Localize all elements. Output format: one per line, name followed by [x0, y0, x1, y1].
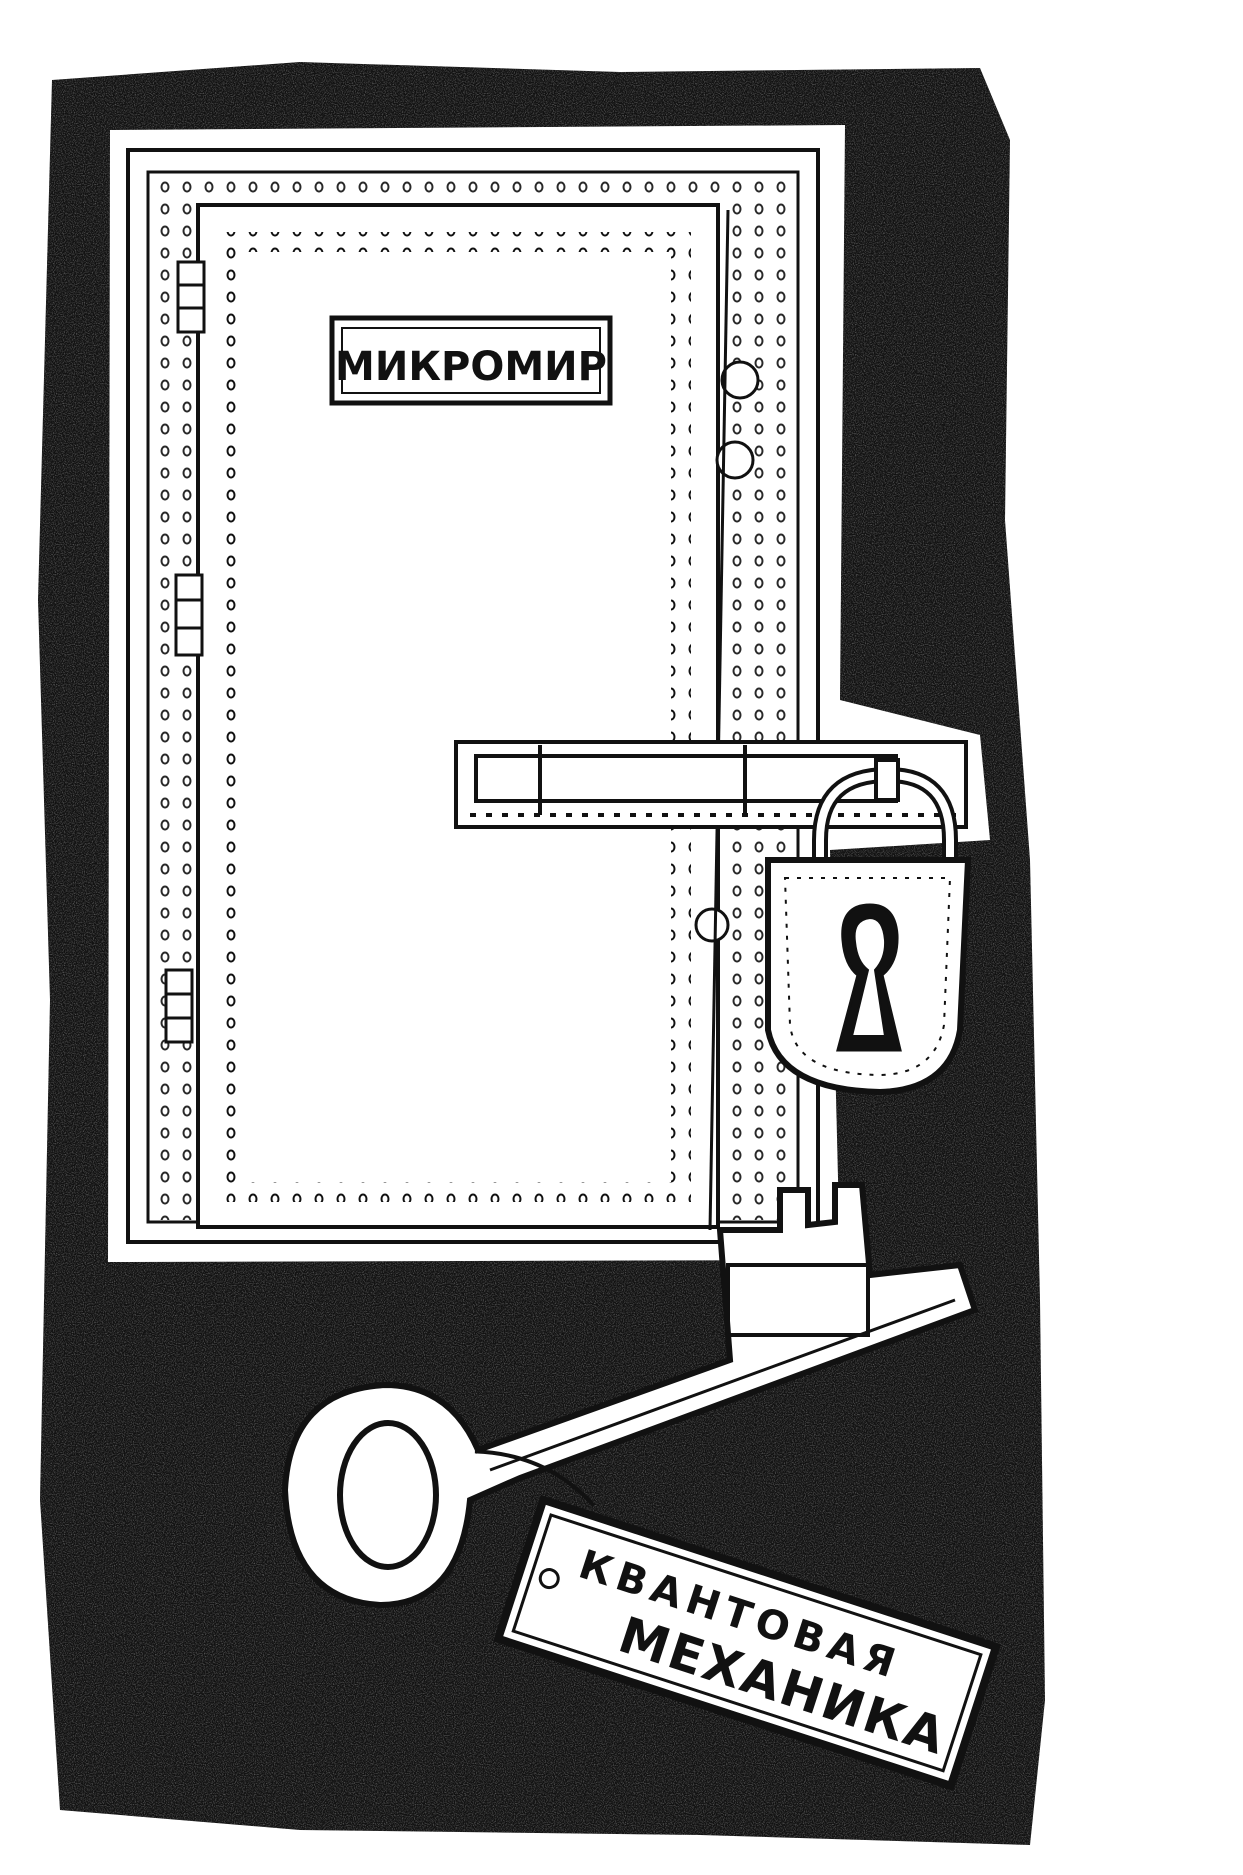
door-sign-text: МИКРОМИР	[335, 344, 607, 390]
door-sign: МИКРОМИР	[329, 315, 613, 406]
key-icon	[281, 1182, 979, 1609]
padlock-icon	[765, 758, 972, 1096]
door	[108, 125, 990, 1262]
key-tag: КВАНТОВАЯ МЕХАНИКА	[474, 1449, 1002, 1791]
hinge-icon	[164, 260, 206, 1044]
rivet-icon	[694, 360, 760, 943]
